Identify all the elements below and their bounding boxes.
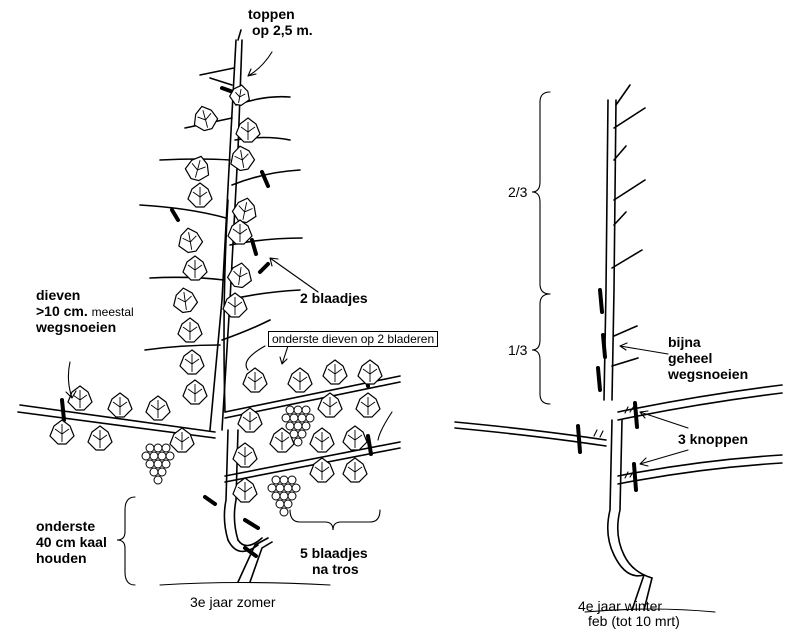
top-shoot bbox=[237, 29, 242, 41]
brace-two-thirds bbox=[531, 91, 551, 295]
ground-line-left bbox=[159, 581, 331, 586]
ground-line-right bbox=[584, 608, 716, 613]
arrow-knoppen-upper bbox=[639, 410, 689, 429]
trunk-left bbox=[223, 429, 239, 541]
brace-bare-trunk bbox=[116, 496, 136, 586]
winter-vine bbox=[454, 84, 783, 613]
label-wegsnoeien-right: wegsnoeien bbox=[668, 366, 749, 382]
arrow-onderste-dieven bbox=[279, 345, 289, 365]
grape-cluster-left bbox=[141, 443, 175, 485]
label-onderste-3: houden bbox=[36, 550, 87, 566]
cane-right bbox=[603, 99, 617, 401]
trunk-base-right bbox=[631, 574, 653, 611]
label-three-buds: 3 knoppen bbox=[678, 431, 749, 447]
trunk-right bbox=[606, 419, 625, 556]
arrow-right-cut bbox=[377, 411, 393, 441]
label-two-leaves: 2 blaadjes bbox=[300, 290, 368, 306]
label-onderste-1: onderste bbox=[36, 518, 96, 534]
grape-cluster-lower bbox=[267, 475, 301, 517]
arrow-knoppen-lower bbox=[639, 449, 689, 467]
label-geheel: geheel bbox=[668, 350, 713, 366]
label-five-leaves-2: na tros bbox=[312, 561, 359, 577]
summer-vine bbox=[17, 29, 401, 586]
label-bijna: bijna bbox=[668, 334, 701, 350]
arm-right-lower bbox=[617, 454, 783, 485]
label-two-thirds: 2/3 bbox=[508, 184, 528, 200]
brace-one-third bbox=[531, 293, 551, 405]
label-dieven-action: wegsnoeien bbox=[36, 319, 117, 335]
caption-winter-1: 4e jaar winter bbox=[578, 598, 663, 614]
arrow-toppen bbox=[247, 51, 273, 77]
label-five-leaves-1: 5 blaadjes bbox=[300, 545, 368, 561]
arrow-bijna-geheel bbox=[619, 342, 669, 355]
label-dieven-size: >10 cm. meestal bbox=[36, 303, 134, 320]
label-onderste-dieven: onderste dieven op 2 bladeren bbox=[268, 331, 439, 347]
label-toppen-height: op 2,5 m. bbox=[252, 22, 313, 38]
label-dieven: dieven bbox=[36, 287, 81, 303]
top-side-shoot bbox=[199, 67, 235, 86]
brace-five-leaves bbox=[289, 509, 381, 531]
leaves-left bbox=[49, 84, 383, 503]
grape-cluster-middle bbox=[281, 405, 315, 447]
label-dieven-size-value: >10 cm. bbox=[36, 303, 88, 319]
caption-summer: 3e jaar zomer bbox=[190, 594, 276, 610]
label-dieven-usually: meestal bbox=[91, 305, 134, 319]
trunk-curve-left bbox=[227, 537, 263, 553]
arrow-two-leaves bbox=[269, 257, 319, 293]
arm-left bbox=[454, 421, 607, 447]
trunk-base-left bbox=[237, 537, 273, 583]
label-onderste-2: 40 cm kaal bbox=[36, 534, 107, 550]
caption-winter-2: feb (tot 10 mrt) bbox=[588, 613, 680, 629]
arrow-onderste-dieven-2 bbox=[245, 345, 266, 371]
arrow-dieven bbox=[65, 361, 77, 399]
label-toppen: toppen bbox=[248, 6, 295, 22]
label-one-third: 1/3 bbox=[508, 342, 528, 358]
